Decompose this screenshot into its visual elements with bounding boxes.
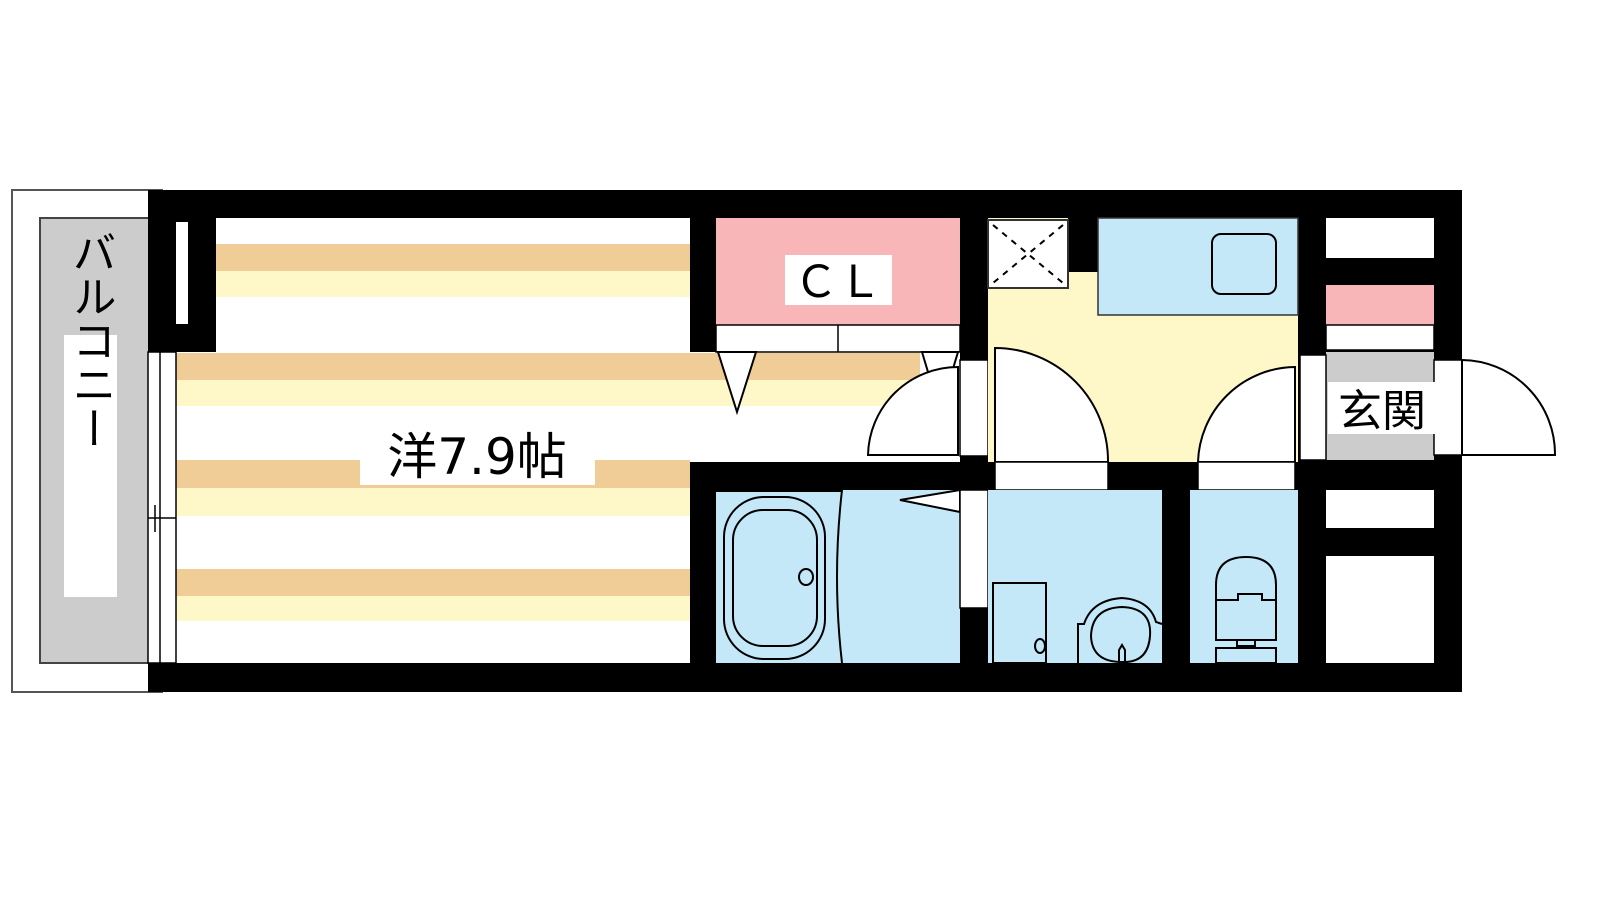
sink-basin	[1211, 233, 1277, 295]
washing-machine-pan	[992, 582, 1047, 664]
kitchen-sink	[1097, 217, 1299, 316]
closet-label: ＣＬ	[794, 257, 882, 308]
shoe-box	[1326, 285, 1434, 325]
western-room-label: 洋7.9帖	[387, 428, 567, 486]
balcony-window	[147, 351, 177, 664]
front-door[interactable]	[1461, 358, 1557, 456]
wash-basin	[1077, 596, 1163, 675]
washroom	[988, 490, 1162, 663]
toilet-door[interactable]	[1196, 365, 1296, 463]
corridor-door[interactable]	[866, 365, 959, 456]
bathroom-door[interactable]	[994, 346, 1110, 463]
bathtub	[716, 489, 843, 664]
entrance-label: 玄関	[1338, 386, 1426, 437]
toilet	[1215, 555, 1277, 664]
pillar-slot	[176, 222, 188, 324]
vent-box	[987, 219, 1069, 289]
closet-door-left[interactable]	[716, 351, 758, 416]
toilet-room	[1190, 490, 1298, 663]
balcony-label: バルコニー	[65, 230, 116, 450]
